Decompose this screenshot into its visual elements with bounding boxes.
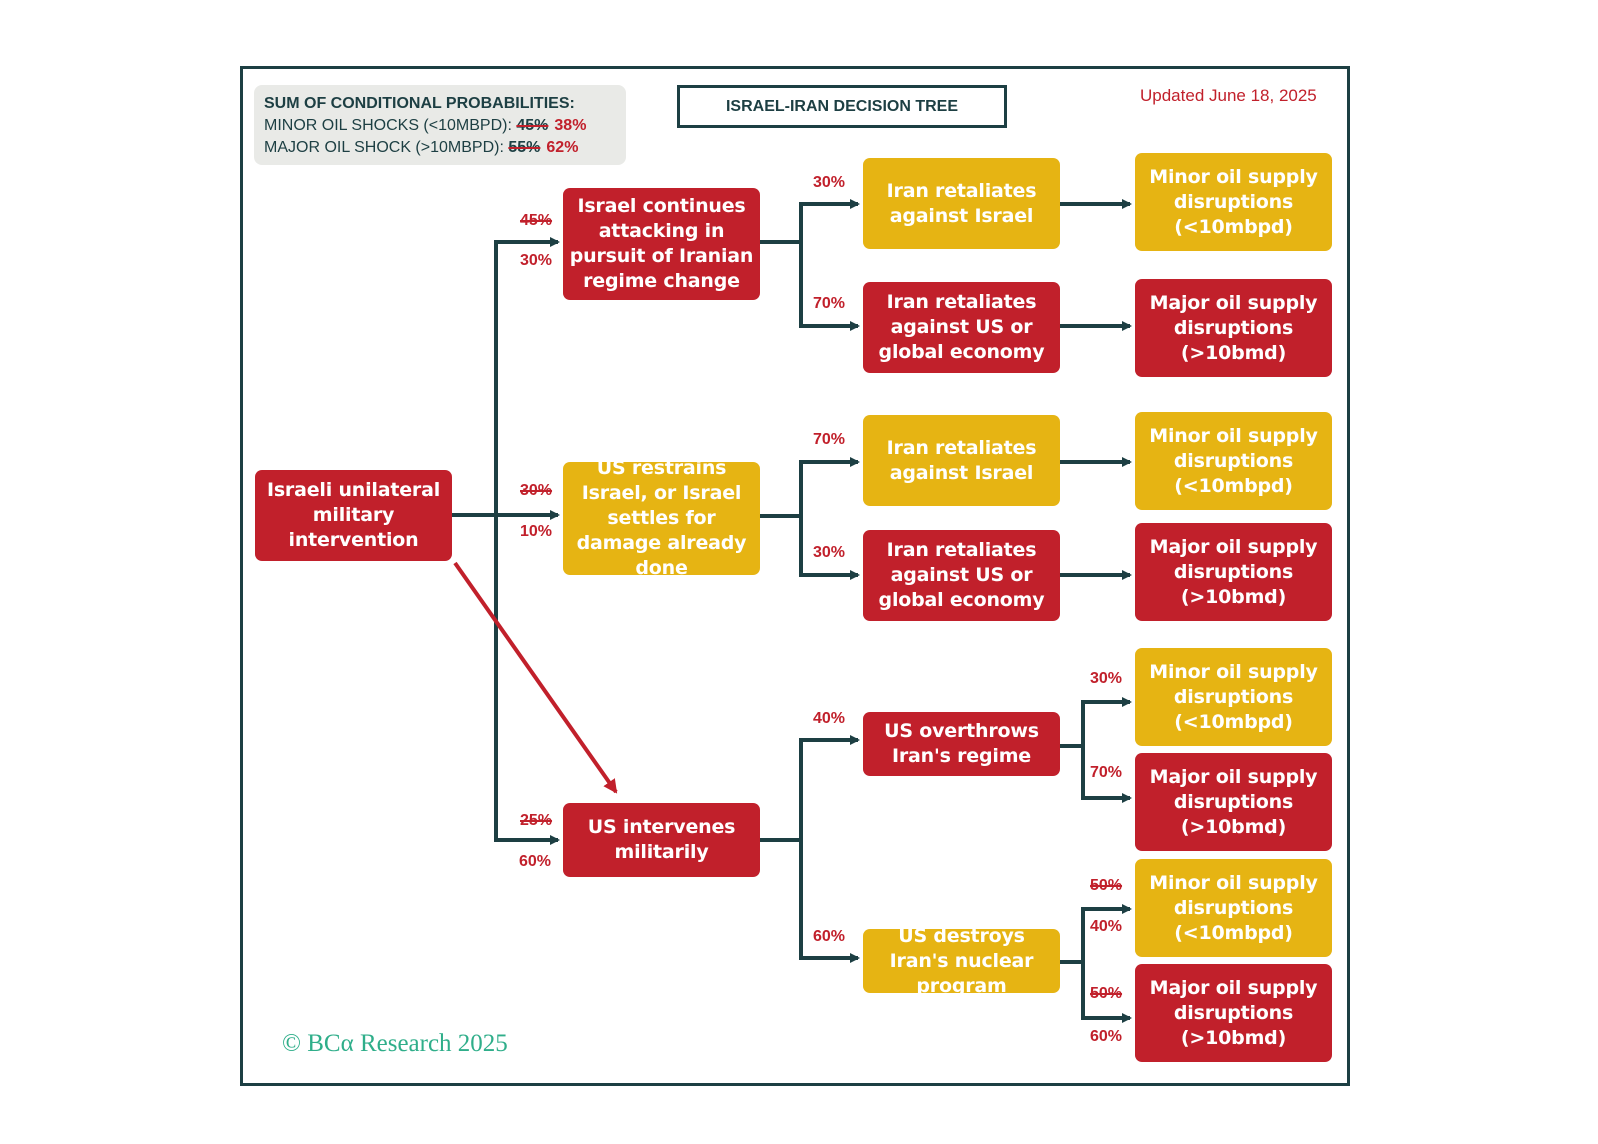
node-b2-retaliate-israel: Iran retaliates against Israel bbox=[863, 415, 1060, 506]
node-root: Israeli unilateral military intervention bbox=[255, 470, 452, 561]
prob-b2b: 30% bbox=[813, 544, 846, 561]
prob-b2-old: 30% bbox=[520, 482, 553, 499]
prob-b1-old: 45% bbox=[520, 212, 553, 229]
outcome-major-4: Major oil supply disruptions (>10bmd) bbox=[1135, 964, 1332, 1062]
outcome-major-1: Major oil supply disruptions (>10bmd) bbox=[1135, 279, 1332, 377]
node-us-restrains: US restrains Israel, or Israel settles f… bbox=[563, 457, 760, 579]
node-israel-continues: Israel continues attacking in pursuit of… bbox=[563, 188, 760, 300]
major-new-value: 62% bbox=[546, 139, 579, 156]
major-old-value: 55% bbox=[508, 139, 541, 156]
summary-major: MAJOR OIL SHOCK (>10MBPD): 55%62% bbox=[264, 139, 579, 156]
outcome-minor-3: Minor oil supply disruptions (<10mbpd) bbox=[1135, 648, 1332, 746]
minor-new-value: 38% bbox=[554, 117, 587, 134]
outcome-minor-1: Minor oil supply disruptions (<10mbpd) bbox=[1135, 153, 1332, 251]
prob-b2a: 70% bbox=[813, 431, 846, 448]
minor-old-value: 45% bbox=[516, 117, 549, 134]
prob-o8-old: 50% bbox=[1090, 985, 1123, 1002]
node-us-destroys-nuclear: US destroys Iran's nuclear program bbox=[863, 925, 1060, 997]
node-us-intervenes: US intervenes militarily bbox=[563, 803, 760, 877]
prob-b3b: 60% bbox=[813, 928, 846, 945]
diagram-title: ISRAEL-IRAN DECISION TREE bbox=[677, 85, 1007, 128]
prob-b2-new: 10% bbox=[520, 523, 553, 540]
node-b1-retaliate-israel: Iran retaliates against Israel bbox=[863, 158, 1060, 249]
prob-o5: 30% bbox=[1090, 670, 1123, 687]
prob-b3-new: 60% bbox=[519, 853, 552, 870]
diagram-frame bbox=[240, 66, 1350, 1086]
prob-o7-old: 50% bbox=[1090, 877, 1123, 894]
node-b1-retaliate-us: Iran retaliates against US or global eco… bbox=[863, 282, 1060, 373]
prob-b1a: 30% bbox=[813, 174, 846, 191]
prob-o6: 70% bbox=[1090, 764, 1123, 781]
prob-b3a: 40% bbox=[813, 710, 846, 727]
outcome-major-3: Major oil supply disruptions (>10bmd) bbox=[1135, 753, 1332, 851]
prob-o7-new: 40% bbox=[1090, 918, 1123, 935]
node-b2-retaliate-us: Iran retaliates against US or global eco… bbox=[863, 530, 1060, 621]
summary-minor: MINOR OIL SHOCKS (<10MBPD): 45%38% bbox=[264, 117, 587, 134]
prob-o8-new: 60% bbox=[1090, 1028, 1123, 1045]
summary-heading: SUM OF CONDITIONAL PROBABILITIES: bbox=[264, 95, 575, 112]
node-us-overthrows: US overthrows Iran's regime bbox=[863, 712, 1060, 776]
updated-date: Updated June 18, 2025 bbox=[1140, 86, 1317, 105]
probability-summary: SUM OF CONDITIONAL PROBABILITIES: MINOR … bbox=[254, 85, 626, 165]
outcome-minor-2: Minor oil supply disruptions (<10mbpd) bbox=[1135, 412, 1332, 510]
prob-b1b: 70% bbox=[813, 295, 846, 312]
prob-b3-old: 25% bbox=[520, 812, 553, 829]
copyright-logo: © BCα Research 2025 bbox=[282, 1030, 508, 1057]
outcome-minor-4: Minor oil supply disruptions (<10mbpd) bbox=[1135, 859, 1332, 957]
outcome-major-2: Major oil supply disruptions (>10bmd) bbox=[1135, 523, 1332, 621]
prob-b1-new: 30% bbox=[520, 252, 553, 269]
